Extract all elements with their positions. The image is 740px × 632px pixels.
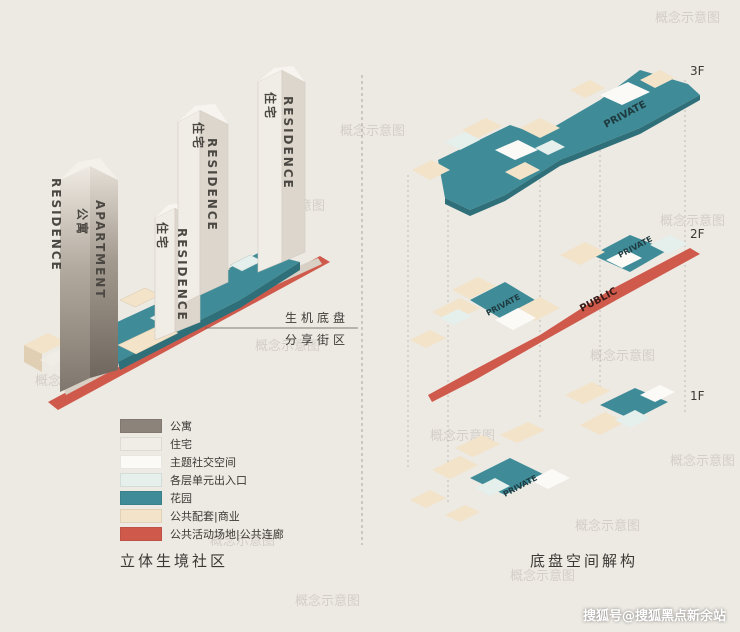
- legend-item: 公共配套|商业: [120, 508, 284, 524]
- floor-3f: PRIVATE 3F: [412, 64, 705, 216]
- watermark: 概念示意图: [510, 568, 575, 584]
- garden-2f: [470, 282, 535, 318]
- entrance-2f: [650, 235, 688, 254]
- commercial-1f: [455, 435, 500, 457]
- legend-swatch: [120, 527, 162, 541]
- entrance-2f: [440, 309, 472, 325]
- residence-tower-top: [178, 104, 228, 124]
- commercial-3f: [462, 118, 502, 138]
- commercial-1f: [445, 505, 480, 522]
- legend-item: 花园: [120, 490, 284, 506]
- caption-right: 底盘空间解构: [530, 552, 639, 570]
- entrance-3f: [445, 132, 480, 150]
- watermark: 概念示意图: [340, 123, 405, 139]
- floor-label-3f: 3F: [690, 64, 705, 78]
- residence-label-en: RESIDENCE: [281, 96, 295, 190]
- small-building: [24, 333, 66, 354]
- legend: 公寓住宅主题社交空间各层单元出入口花园公共配套|商业公共活动场地|公共连廊: [120, 418, 284, 544]
- theme-2f: [495, 308, 536, 330]
- watermark: 概念示意图: [660, 213, 725, 229]
- entrance-1f: [615, 410, 650, 428]
- commercial-2f: [410, 330, 446, 348]
- apartment-tower-left: [60, 166, 90, 392]
- legend-label: 公寓: [170, 420, 192, 433]
- floor-label-1f: 1F: [690, 389, 705, 403]
- commercial-1f: [580, 412, 625, 435]
- legend-item: 主题社交空间: [120, 454, 284, 470]
- residence-label-en: RESIDENCE: [175, 228, 189, 322]
- apartment-tower-top: [60, 158, 118, 180]
- legend-swatch: [120, 473, 162, 487]
- legend-swatch: [120, 419, 162, 433]
- commercial-3f: [505, 162, 540, 180]
- legend-swatch: [120, 455, 162, 469]
- commercial-3f: [570, 80, 605, 98]
- commercial-1f: [432, 456, 478, 479]
- legend-label: 主题社交空间: [170, 456, 236, 469]
- watermark: 概念示意图: [655, 10, 720, 26]
- apartment-tower-right: [90, 166, 118, 378]
- legend-item: 公共活动场地|公共连廊: [120, 526, 284, 542]
- theme-1f: [530, 469, 570, 489]
- legend-label: 住宅: [170, 438, 192, 451]
- entrance-1f: [475, 478, 510, 496]
- callout-line2: 分享街区: [285, 332, 349, 347]
- footer-watermark: 搜狐号@搜狐黑点新余站: [582, 609, 726, 624]
- legend-item: 住宅: [120, 436, 284, 452]
- watermarks: 概念示意图 概念示意图 概念示意图 概念示意图 概念示意图 概念示意图 概念示意…: [35, 10, 735, 609]
- watermark: 概念示意图: [255, 338, 320, 354]
- apartment-label-en: APARTMENT: [93, 200, 107, 300]
- watermark: 概念示意图: [210, 533, 275, 549]
- floor-1f: PRIVATE 1F: [410, 382, 705, 522]
- commercial-1f: [565, 382, 610, 404]
- theme-3f: [495, 140, 538, 160]
- watermark: 概念示意图: [575, 518, 640, 534]
- commercial-2f: [452, 277, 496, 299]
- theme-1f: [640, 385, 675, 402]
- legend-label: 公共活动场地|公共连廊: [170, 528, 284, 541]
- guide-lines: [407, 80, 686, 505]
- garden-deck-side: [118, 262, 300, 370]
- commercial-1f: [500, 422, 545, 443]
- commercial-1f: [410, 490, 446, 508]
- residence-tower-top: [258, 66, 305, 82]
- commercial-2f: [560, 242, 605, 265]
- commercial-block: [119, 287, 161, 308]
- legend-swatch: [120, 491, 162, 505]
- theme-2f: [606, 250, 642, 268]
- public-corridor-2f: [428, 248, 700, 402]
- watermark: 概念示意图: [670, 453, 735, 469]
- legend-label: 各层单元出入口: [170, 474, 247, 487]
- legend-label: 花园: [170, 492, 192, 505]
- legend-item: 各层单元出入口: [120, 472, 284, 488]
- caption-left: 立体生境社区: [120, 552, 229, 570]
- legend-label: 公共配套|商业: [170, 510, 240, 523]
- residence-label-cn: 住宅: [191, 122, 206, 150]
- legend-swatch: [120, 509, 162, 523]
- commercial-3f: [520, 118, 560, 138]
- floor-label-2f: 2F: [690, 227, 705, 241]
- residence-label-cn: 住宅: [155, 222, 170, 250]
- apartment-label-cn: 公寓: [75, 208, 90, 236]
- residence-label-cn: 住宅: [263, 92, 278, 120]
- community-3d: RESIDENCE APARTMENT 公寓 RESIDENCE 住宅 RESI…: [24, 66, 330, 410]
- residence-label-en: RESIDENCE: [205, 138, 219, 232]
- watermark: 概念示意图: [295, 593, 360, 609]
- floor-2f: PRIVATE PRIVATE PUBLIC 2F: [410, 227, 705, 402]
- apartment-label-en: RESIDENCE: [49, 178, 63, 272]
- legend-swatch: [120, 437, 162, 451]
- callout-line1: 生机底盘: [285, 310, 349, 325]
- small-building: [24, 345, 42, 372]
- watermark: 概念示意图: [590, 348, 655, 364]
- commercial-3f: [412, 160, 450, 180]
- commercial-3f: [640, 70, 675, 88]
- legend-item: 公寓: [120, 418, 284, 434]
- entrance-3f: [535, 140, 565, 155]
- theme-3f: [600, 82, 650, 105]
- podium-callout: 生机底盘 分享街区: [205, 310, 358, 347]
- garden-3f: [438, 70, 700, 210]
